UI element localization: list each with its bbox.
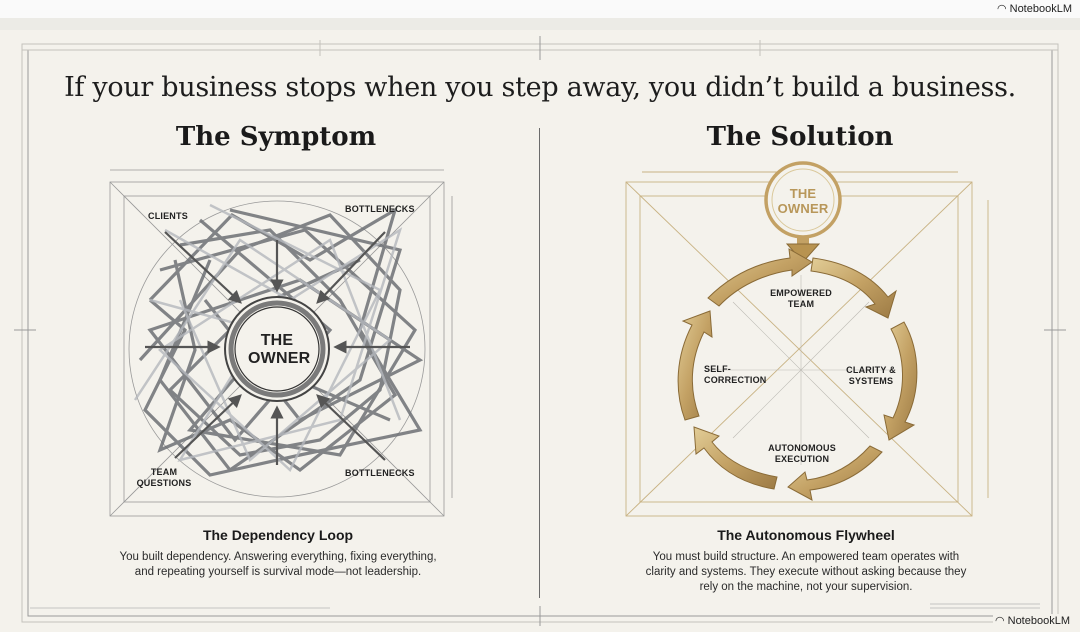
top-bar	[0, 0, 1080, 18]
empowered-line-1: EMPOWERED	[770, 288, 832, 298]
stage-empowered-team: EMPOWERED TEAM	[761, 288, 841, 310]
brand-top: ◠NotebookLM	[997, 2, 1072, 16]
symptom-owner-line-1: THE	[260, 332, 294, 349]
solution-title: The Solution	[706, 122, 894, 152]
brand-name-top: NotebookLM	[1009, 2, 1072, 15]
solution-owner-label: THE OWNER	[773, 186, 833, 216]
autonomous-flywheel-title: The Autonomous Flywheel	[717, 527, 895, 543]
flywheel-caption-line-2: clarity and systems. They execute withou…	[645, 566, 967, 578]
empowered-line-2: TEAM	[787, 299, 815, 309]
symptom-owner-label: THE OWNER	[248, 332, 311, 368]
symptom-owner-line-2: OWNER	[248, 350, 311, 367]
brand-name-bottom: NotebookLM	[1007, 614, 1070, 627]
notebooklm-logo-icon: ◠	[997, 3, 1007, 15]
solution-owner-line-1: THE	[789, 186, 817, 201]
label-team-questions: TEAM QUESTIONS	[130, 467, 198, 489]
self-correction-line-2: CORRECTION	[704, 375, 767, 385]
clarity-line-2: SYSTEMS	[848, 376, 894, 386]
top-gap	[0, 18, 1080, 30]
stage-self-correction: SELF- CORRECTION	[704, 364, 780, 386]
stage-autonomous-execution: AUTONOMOUS EXECUTION	[759, 443, 845, 465]
brand-bottom: ◠NotebookLM	[993, 614, 1072, 627]
symptom-title: The Symptom	[175, 122, 377, 152]
label-bottlenecks-top: BOTTLENECKS	[345, 204, 415, 214]
autonomous-line-2: EXECUTION	[774, 454, 830, 464]
dependency-loop-caption: You built dependency. Answering everythi…	[58, 550, 498, 580]
autonomous-line-1: AUTONOMOUS	[768, 443, 836, 453]
notebooklm-logo-icon: ◠	[995, 615, 1005, 627]
self-correction-line-1: SELF-	[704, 364, 731, 374]
label-clients: CLIENTS	[148, 211, 188, 221]
flywheel-caption-line-3: rely on the machine, not your supervisio…	[699, 581, 913, 593]
dependency-caption-line-2: and repeating yourself is survival mode—…	[134, 566, 422, 578]
solution-owner-line-2: OWNER	[777, 201, 829, 216]
clarity-line-1: CLARITY &	[846, 365, 896, 375]
team-questions-line-2: QUESTIONS	[136, 478, 192, 488]
dependency-caption-line-1: You built dependency. Answering everythi…	[119, 551, 437, 563]
dependency-loop-title: The Dependency Loop	[202, 527, 354, 543]
flywheel-caption-line-1: You must build structure. An empowered t…	[652, 551, 960, 563]
headline: If your business stops when you step awa…	[64, 72, 1016, 103]
autonomous-flywheel-caption: You must build structure. An empowered t…	[586, 550, 1026, 595]
stage-clarity-systems: CLARITY & SYSTEMS	[836, 365, 906, 387]
center-divider	[539, 128, 540, 598]
label-bottlenecks-bottom: BOTTLENECKS	[345, 468, 415, 478]
team-questions-line-1: TEAM	[150, 467, 178, 477]
